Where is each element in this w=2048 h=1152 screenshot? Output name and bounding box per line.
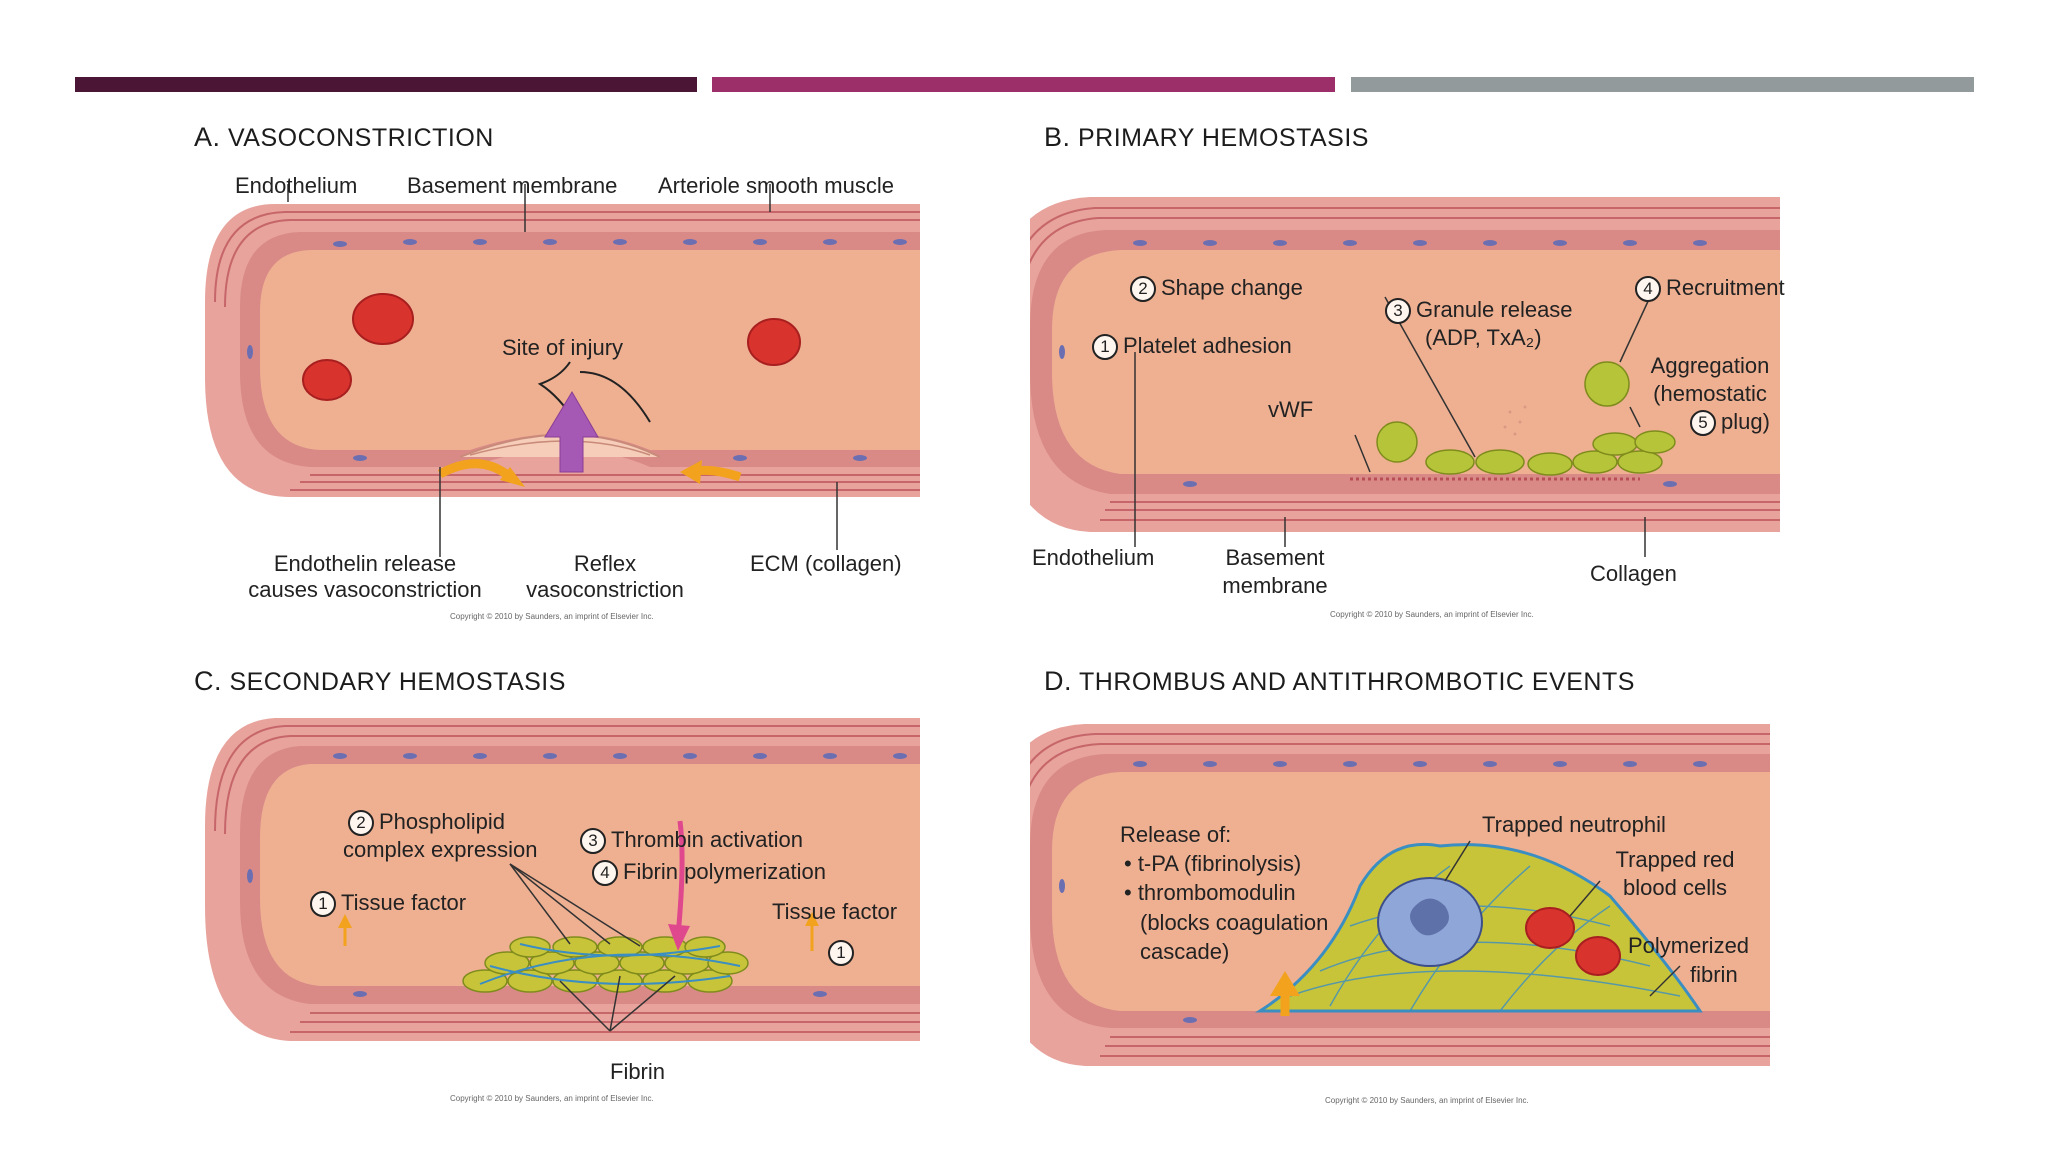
label-site-of-injury: Site of injury: [502, 335, 624, 360]
vessel-diagram: [205, 718, 920, 1041]
label-fibrin: fibrin: [1690, 962, 1738, 987]
copyright: Copyright © 2010 by Saunders, an imprint…: [450, 1094, 654, 1103]
copyright: Copyright © 2010 by Saunders, an imprint…: [1330, 610, 1534, 619]
step-number-3: 3: [580, 828, 606, 855]
label-blocks-coagulation: (blocks coagulation: [1140, 910, 1329, 935]
copyright: Copyright © 2010 by Saunders, an imprint…: [450, 612, 654, 621]
header-bar-dark: [75, 77, 697, 92]
label-collagen: Collagen: [1590, 561, 1677, 586]
label-tissue-factor-right: Tissue factor: [772, 899, 898, 924]
step-number-1-right: 1: [828, 938, 859, 967]
label-reflex-vasoconstriction: vasoconstriction: [526, 577, 684, 602]
step-number-1: 1: [310, 891, 336, 918]
panel-thrombus-antithrombotic: D. THROMBUS AND ANTITHROMBOTIC EVENTS: [1030, 666, 1780, 1106]
label-smooth-muscle: Arteriole smooth muscle: [658, 173, 894, 198]
label-endothelin-release: Endothelin release: [273, 551, 457, 576]
label-release-of: Release of:: [1120, 822, 1232, 847]
label-polymerized: Polymerized: [1628, 933, 1750, 958]
step-number-1: 1: [1092, 334, 1118, 361]
label-adp-txa2: (ADP, TxA₂): [1425, 325, 1542, 350]
panel-vasoconstriction: A. VASOCONSTRICTION: [180, 122, 930, 621]
label-causes-vasoconstriction: causes vasoconstriction: [248, 577, 482, 602]
header-bar-gray: [1351, 77, 1974, 92]
copyright: Copyright © 2010 by Saunders, an imprint…: [1325, 1096, 1529, 1105]
panel-secondary-hemostasis: C. SECONDARY HEMOSTASIS: [180, 666, 930, 1106]
label-trapped-neutrophil: Trapped neutrophil: [1482, 812, 1666, 837]
label-fibrin: Fibrin: [610, 1059, 666, 1084]
vessel-diagram: [1030, 197, 1780, 557]
panel-primary-hemostasis: B. PRIMARY HEMOSTASIS: [1030, 122, 1785, 619]
label-endothelium: Endothelium: [1032, 545, 1155, 570]
step-number-3: 3: [1385, 298, 1411, 325]
label-basement: Basement: [1225, 545, 1325, 570]
label-reflex: Reflex: [573, 551, 637, 576]
header-bar-magenta: [712, 77, 1335, 92]
step-number-2: 2: [1130, 276, 1156, 303]
label-membrane: membrane: [1222, 573, 1328, 598]
label-ecm-collagen: ECM (collagen): [750, 551, 902, 576]
panel-title: B. PRIMARY HEMOSTASIS: [1044, 122, 1369, 152]
label-basement-membrane: Basement membrane: [407, 173, 618, 198]
panel-title: C. SECONDARY HEMOSTASIS: [194, 666, 566, 696]
vessel-diagram: [1030, 724, 1770, 1066]
label-vwf: vWF: [1268, 397, 1314, 422]
label-complex-expression: complex expression: [343, 837, 538, 862]
label-endothelium: Endothelium: [235, 173, 358, 198]
label-cascade: cascade): [1140, 939, 1230, 964]
step-number-4: 4: [592, 860, 618, 887]
step-number-5: 5: [1690, 410, 1716, 437]
label-thrombomodulin: • thrombomodulin: [1124, 880, 1296, 905]
panel-title: A. VASOCONSTRICTION: [194, 122, 494, 152]
label-tpa: • t-PA (fibrinolysis): [1124, 851, 1302, 876]
label-aggregation: Aggregation: [1650, 353, 1770, 378]
step-number-2: 2: [348, 810, 374, 837]
vessel-diagram: [205, 184, 920, 557]
panel-title: D. THROMBUS AND ANTITHROMBOTIC EVENTS: [1044, 666, 1635, 696]
label-blood-cells: blood cells: [1623, 875, 1727, 900]
label-trapped-red: Trapped red: [1615, 847, 1735, 872]
step-number-4: 4: [1635, 276, 1661, 303]
label-hemostatic: (hemostatic: [1653, 381, 1767, 406]
